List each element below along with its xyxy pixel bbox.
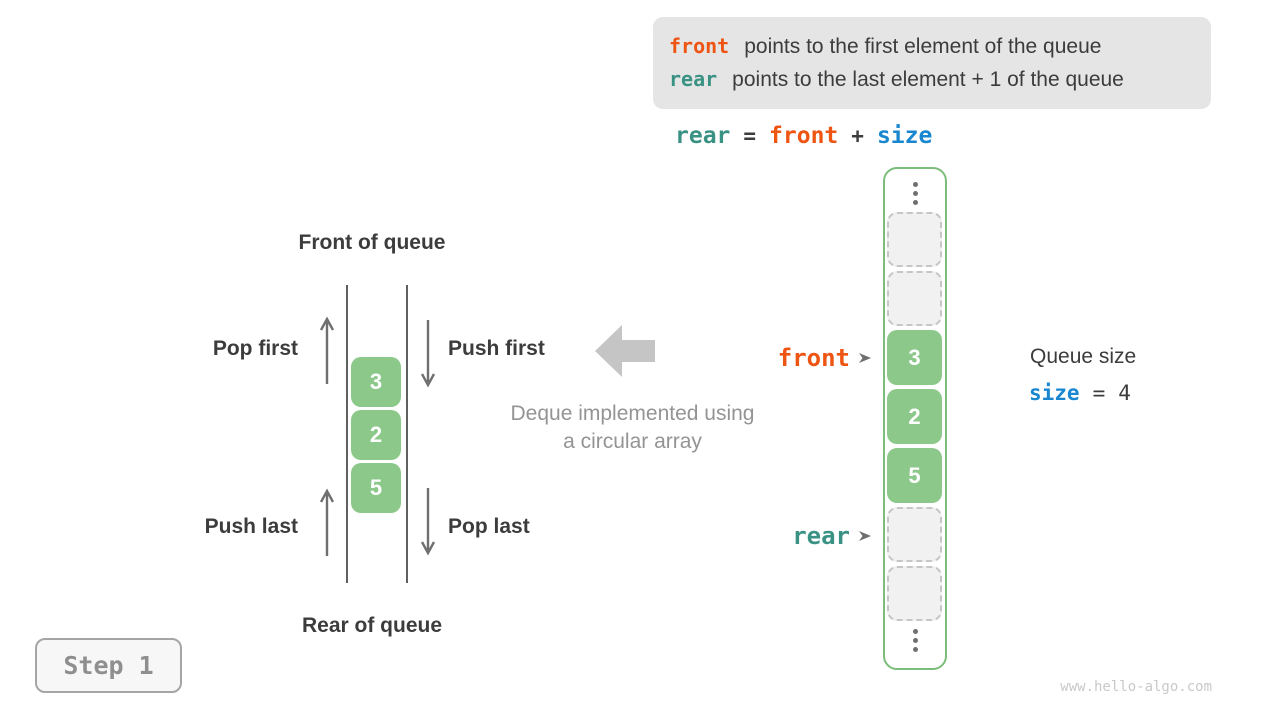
dot [912, 200, 918, 205]
pop-last-label: Pop last [448, 515, 530, 538]
deque-left-wall [346, 285, 348, 583]
caption-line-2: a circular array [563, 430, 702, 453]
array-cell-value: 3 [887, 330, 942, 385]
queue-size-label: Queue size [1030, 345, 1137, 368]
formula-front-token: front [769, 123, 839, 149]
front-of-queue-label: Front of queue [298, 231, 446, 254]
dot [912, 182, 918, 187]
pointer-arrowhead-icon [859, 531, 871, 541]
figure-caption: Deque implemented using a circular array [455, 400, 810, 456]
deque-value-cell: 3 [351, 357, 401, 407]
ellipsis-bottom-icon [885, 629, 945, 652]
pop-first-arrow-icon [319, 316, 335, 384]
rear-pointer-row: rear [690, 521, 872, 551]
push-last-arrow-icon [319, 488, 335, 556]
dot [912, 638, 918, 643]
rear-code-token: rear [669, 67, 718, 91]
size-code-token: size [1029, 381, 1080, 405]
pointer-arrowhead-icon [859, 353, 871, 363]
rear-definition-text: points to the last element + 1 of the qu… [732, 68, 1124, 91]
array-cell-empty [887, 566, 942, 621]
front-definition-line: front points to the first element of the… [669, 34, 1195, 59]
formula-rear-token: rear [675, 123, 731, 149]
step-badge: Step 1 [35, 638, 182, 693]
deque-right-wall [406, 285, 408, 583]
front-pointer-row: front [690, 343, 872, 373]
watermark: www.hello-algo.com [1060, 679, 1212, 695]
dot [912, 191, 918, 196]
left-block-arrow-icon [595, 325, 655, 377]
formula-plus: + [851, 124, 864, 148]
rear-formula: rear = front + size [675, 122, 932, 150]
formula-size-token: size [876, 123, 933, 149]
size-equals: = [1092, 381, 1106, 405]
front-definition-text: points to the first element of the queue [744, 35, 1102, 58]
rear-of-queue-label: Rear of queue [301, 614, 443, 637]
pop-last-arrow-icon [420, 488, 436, 556]
dot [912, 629, 918, 634]
deque-value-cell: 2 [351, 410, 401, 460]
front-pointer-label: front [777, 344, 850, 372]
array-cell-value: 2 [887, 389, 942, 444]
ellipsis-top-icon [885, 182, 945, 205]
array-cell-value: 5 [887, 448, 942, 503]
dot [912, 647, 918, 652]
array-cell-empty [887, 507, 942, 562]
array-cell-empty [887, 212, 942, 267]
formula-equals: = [743, 124, 757, 148]
circular-array-container: 3 2 5 [883, 167, 947, 670]
push-last-label: Push last [204, 515, 298, 538]
rear-pointer-label: rear [792, 522, 850, 550]
deque-value-cell: 5 [351, 463, 401, 513]
queue-size-value-row: size = 4 [1029, 381, 1131, 405]
rear-definition-line: rear points to the last element + 1 of t… [669, 67, 1195, 92]
push-first-label: Push first [448, 337, 545, 360]
pointer-definition-box: front points to the first element of the… [653, 17, 1211, 109]
front-code-token: front [669, 34, 730, 58]
push-first-arrow-icon [420, 320, 436, 388]
caption-line-1: Deque implemented using [510, 402, 755, 425]
pop-first-label: Pop first [212, 337, 298, 360]
size-value: 4 [1118, 381, 1131, 405]
array-cell-empty [887, 271, 942, 326]
